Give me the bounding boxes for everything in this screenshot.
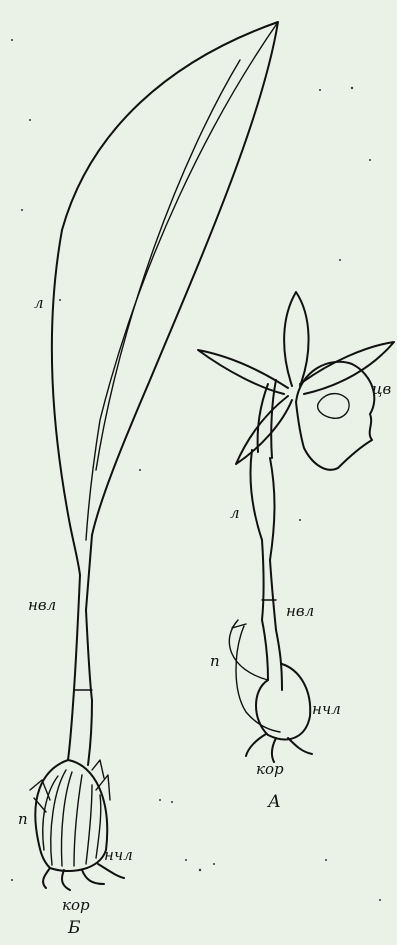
label-a-flower: цв (372, 382, 391, 397)
label-a-plant-letter: А (268, 794, 281, 811)
label-b-root: кор (62, 898, 90, 913)
label-a-leaf: л (230, 506, 240, 521)
label-a-lower-leaves: нчл (312, 702, 341, 717)
label-a-root: кор (256, 762, 284, 777)
label-b-leaf: л (34, 296, 44, 311)
label-a-stem: нвл (286, 604, 314, 619)
plant-a-roots (246, 734, 266, 756)
plant-b-stem (74, 575, 80, 690)
plant-b-roots (43, 868, 50, 888)
label-b-plant-letter: Б (68, 920, 81, 937)
plant-a-pseudobulb (256, 664, 310, 739)
label-b-stem: нвл (28, 598, 56, 613)
label-b-pseudobulb: п (18, 812, 28, 827)
plant-a-stem (262, 540, 264, 620)
label-a-pseudobulb: п (210, 654, 220, 669)
plant-a-drawing (198, 292, 394, 762)
plant-a-flower (284, 292, 308, 386)
label-b-lower-leaves: нчл (104, 848, 133, 863)
